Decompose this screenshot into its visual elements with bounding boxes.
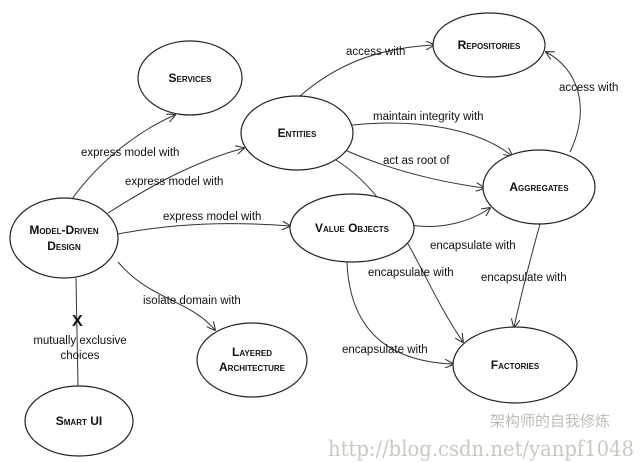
edge-label: maintain integrity with [373,111,484,123]
node-smart-ui: Smart UI [24,385,134,457]
edge-label: choices [61,350,100,362]
node-model-driven-design: Model-Driven Design [9,197,119,279]
edge-mdd-services [71,115,175,200]
edge-labels: express model with express model with ex… [33,46,618,362]
edge-label: encapsulate with [342,344,428,356]
edge-entities-repositories [299,45,434,97]
edge-label: isolate domain with [143,295,241,307]
node-label: Model-Driven [29,223,99,237]
edge-label: encapsulate with [430,240,516,252]
watermark: 架构师的自我修炼 http://blog.csdn.net/yanpf1048 [328,412,634,461]
node-layered-architecture: Layered Architecture [196,322,308,398]
node-aggregates: Aggregates [482,149,596,225]
edge-label: act as root of [383,155,450,167]
edge-label: access with [559,82,618,94]
node-label: Entities [278,126,317,140]
edge-aggregates-factories [514,223,541,327]
node-label: Services [169,71,213,85]
node-label: Repositories [458,38,521,52]
edge-label: express model with [125,176,223,188]
node-label: Value Objects [315,221,390,235]
edge-label: mutually exclusive [33,335,126,347]
node-value-objects: Value Objects [289,193,415,263]
edge-label: encapsulate with [481,272,567,284]
edge-mdd-entities [107,148,244,214]
edge-label: express model with [81,147,179,159]
node-label: Architecture [219,360,286,374]
node-label: Smart UI [56,414,102,428]
node-repositories: Repositories [432,12,546,78]
node-label: Layered [232,345,272,359]
edge-mdd-layered [117,261,215,330]
node-label: Factories [491,358,540,372]
exclusive-x-mark: X [72,313,83,330]
node-entities: Entities [240,95,354,171]
edge-label: access with [346,46,405,58]
edge-aggregates-repositories [546,52,581,153]
edge-label: encapsulate with [368,267,454,279]
edge-entities-aggregates-integrity [351,122,512,156]
edge-mdd-smartui [75,277,79,387]
edge-mdd-value-objects [117,224,290,235]
edge-entities-aggregates-root [344,149,484,188]
edge-value-objects-factories [346,261,453,364]
edge-label: express model with [163,211,261,223]
watermark-url: http://blog.csdn.net/yanpf1048 [328,437,634,461]
node-label: Design [47,239,81,253]
node-label: Aggregates [509,180,569,194]
watermark-brand: 架构师的自我修炼 [490,412,610,430]
node-services: Services [137,40,243,116]
edge-value-objects-aggregates [409,208,490,227]
node-factories: Factories [452,326,578,404]
